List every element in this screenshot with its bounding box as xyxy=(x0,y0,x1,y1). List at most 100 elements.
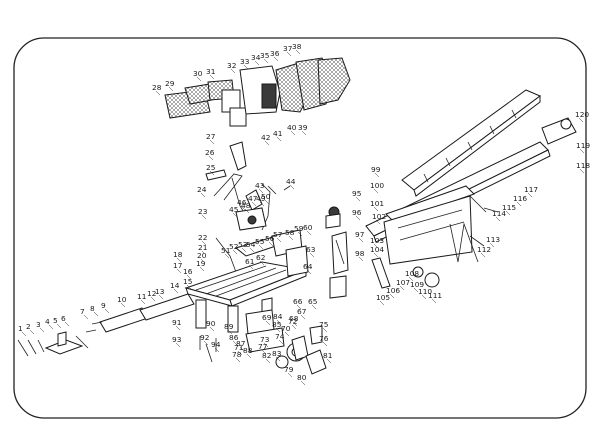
leader-line xyxy=(240,205,246,211)
leader-line xyxy=(505,210,511,216)
leader-line xyxy=(579,148,585,154)
part-number-label: 78 xyxy=(232,350,242,359)
leader-line xyxy=(176,268,182,274)
part-number-label: 71 xyxy=(234,343,244,352)
part-number-label: 67 xyxy=(297,307,307,316)
leader-line xyxy=(297,231,303,237)
leader-line xyxy=(263,342,269,348)
part-number-label: 58 xyxy=(285,228,295,237)
part-number-label: 51 xyxy=(221,246,231,255)
part-number-label: 15 xyxy=(183,277,193,286)
part-number-label: 57 xyxy=(273,230,283,239)
leader-line xyxy=(480,252,486,258)
leader-line xyxy=(196,76,202,82)
leader-line xyxy=(246,353,252,359)
part-number-label: 3 xyxy=(36,320,41,329)
part-number-label: 46 xyxy=(237,198,247,207)
part-number-label: 62 xyxy=(256,253,265,262)
leader-line xyxy=(421,294,427,300)
part-number-label: 30 xyxy=(193,69,203,78)
leader-line xyxy=(273,56,279,62)
leader-line xyxy=(259,260,265,266)
part-number-label: 98 xyxy=(355,249,365,258)
part-number-label: 35 xyxy=(260,51,270,60)
leader-line xyxy=(203,340,209,346)
part-number-label: 47 xyxy=(248,194,258,203)
part-number-label: 106 xyxy=(386,286,400,295)
part-number-label: 77 xyxy=(258,342,268,351)
leader-line xyxy=(373,243,379,249)
leader-line xyxy=(173,288,179,294)
leader-line xyxy=(243,64,249,70)
part-number-label: 108 xyxy=(405,269,419,278)
leader-line xyxy=(258,188,264,194)
part-number-label: 11 xyxy=(137,292,147,301)
leader-line xyxy=(209,74,215,80)
part-number-label: 118 xyxy=(576,161,590,170)
part-number-label: 111 xyxy=(428,291,442,300)
part-number-label: 79 xyxy=(284,365,294,374)
leader-line xyxy=(516,201,522,207)
part-number-label: 6 xyxy=(61,314,66,323)
leader-line xyxy=(251,201,257,207)
part-number-label: 109 xyxy=(410,280,424,289)
leader-line xyxy=(495,216,501,222)
part-number-label: 56 xyxy=(265,234,275,243)
leader-line xyxy=(150,296,156,302)
part-number-label: 99 xyxy=(371,165,381,174)
part-number-label: 23 xyxy=(198,207,208,216)
part-number-label: 41 xyxy=(273,129,283,138)
leader-line xyxy=(431,298,437,304)
leader-line xyxy=(375,219,381,225)
part-number-label: 102 xyxy=(372,212,386,221)
part-number-label: 39 xyxy=(298,123,308,132)
part-number-label: 34 xyxy=(251,53,261,62)
part-number-label: 103 xyxy=(370,236,384,245)
part-number-label: 119 xyxy=(576,141,590,150)
part-number-label: 70 xyxy=(281,324,291,333)
leader-line xyxy=(235,357,241,363)
leader-line xyxy=(93,311,99,317)
part-number-label: 101 xyxy=(370,199,384,208)
leader-line xyxy=(186,274,192,280)
part-number-label: 12 xyxy=(147,289,156,298)
leader-line xyxy=(168,86,174,92)
part-number-label: 120 xyxy=(575,110,589,119)
part-number-label: 83 xyxy=(272,349,282,358)
part-number-label: 74 xyxy=(275,332,285,341)
leader-line xyxy=(355,196,361,202)
part-number-label: 14 xyxy=(170,281,180,290)
leader-line xyxy=(264,140,270,146)
leader-line xyxy=(284,331,290,337)
part-number-label: 17 xyxy=(173,261,183,270)
part-number-label: 37 xyxy=(283,44,293,53)
leader-line xyxy=(300,314,306,320)
leader-line xyxy=(276,319,282,325)
part-number-label: 22 xyxy=(198,233,207,242)
leader-line xyxy=(489,242,495,248)
part-number-label: 115 xyxy=(502,203,516,212)
leader-line xyxy=(413,287,419,293)
leader-line xyxy=(249,247,255,253)
part-number-label: 89 xyxy=(224,322,234,331)
part-number-label: 72 xyxy=(288,317,297,326)
leader-line xyxy=(399,285,405,291)
leader-line xyxy=(288,235,294,241)
leader-line xyxy=(309,252,315,258)
leader-line xyxy=(300,380,306,386)
leader-line xyxy=(244,208,250,214)
leader-line xyxy=(254,60,260,66)
leader-line xyxy=(527,192,533,198)
diagram-border xyxy=(13,37,587,419)
part-number-label: 116 xyxy=(513,194,527,203)
part-number-label: 96 xyxy=(352,208,362,217)
part-number-label: 49 xyxy=(256,194,266,203)
part-number-label: 48 xyxy=(241,201,251,210)
leader-line xyxy=(104,308,110,314)
part-number-label: 61 xyxy=(245,257,255,266)
part-number-label: 65 xyxy=(308,297,318,306)
leader-line xyxy=(239,346,245,352)
leader-line xyxy=(248,264,254,270)
part-number-label: 110 xyxy=(418,287,432,296)
